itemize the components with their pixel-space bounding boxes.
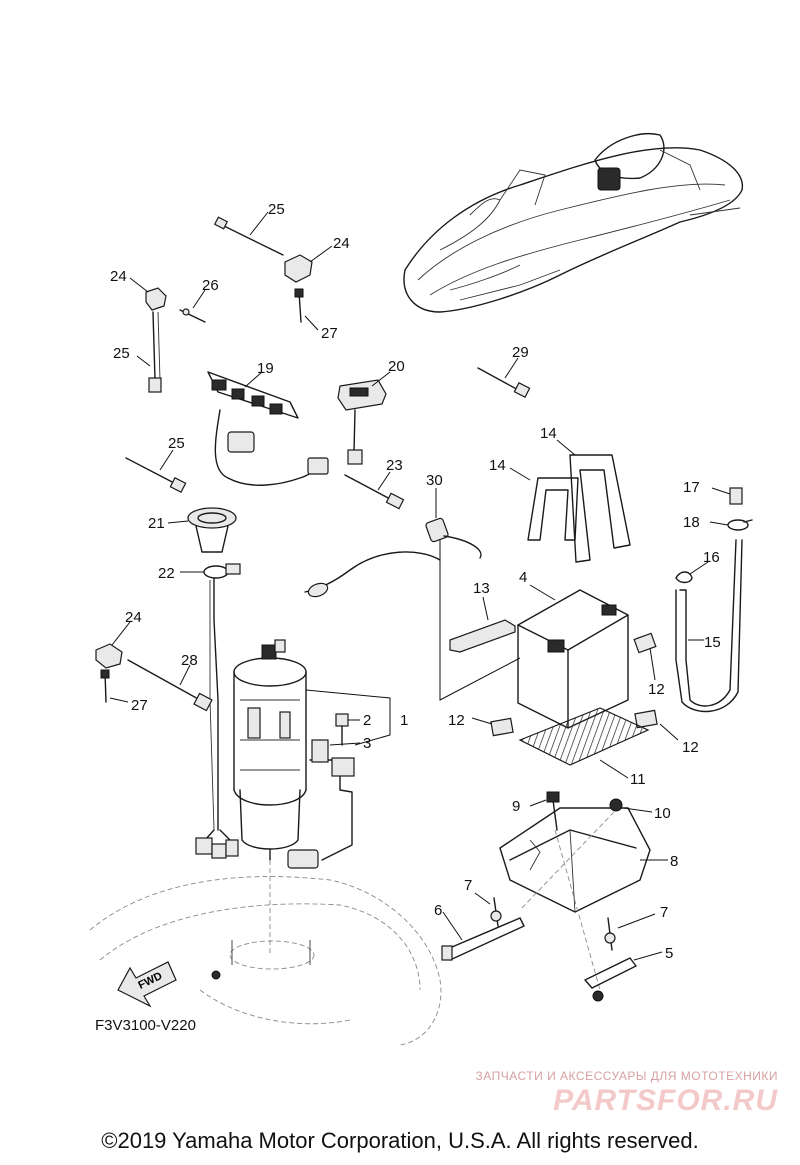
callout-19: 19 [257, 360, 274, 377]
callout-24: 24 [125, 609, 142, 626]
callout-4: 4 [519, 569, 527, 586]
part-29-cable-tie: 29 [477, 344, 531, 398]
callout-20: 20 [388, 358, 405, 375]
callout-17: 17 [683, 479, 700, 496]
part-24-clip-top: 24 [284, 235, 350, 283]
callout-18: 18 [683, 514, 700, 531]
part-20-switch: 20 [337, 358, 405, 465]
part-6-bracket: 6 [434, 902, 525, 961]
callout-25: 25 [168, 435, 185, 452]
callout-27: 27 [321, 325, 338, 342]
part-13-bracket: 13 [449, 580, 516, 653]
part-5-bracket: 5 [584, 945, 673, 1002]
part-19-harness-block: 19 [207, 360, 329, 486]
callout-7: 7 [464, 877, 472, 894]
part-15-vent-hose: 15 [675, 539, 743, 713]
callout-8: 8 [670, 853, 678, 870]
callout-27: 27 [131, 697, 148, 714]
callout-30: 30 [426, 472, 443, 489]
part-25-cable-tie-left: 25 [113, 311, 162, 393]
callout-12: 12 [682, 739, 699, 756]
part-24-clip-lower: 24 [95, 609, 142, 669]
diagram-code: F3V3100-V220 [95, 1017, 196, 1034]
callout-12: 12 [648, 681, 665, 698]
part-18-clamp: 18 [683, 514, 753, 531]
part-12-pad-top: 12 [633, 632, 665, 698]
part-2-connector [335, 713, 349, 746]
callout-7: 7 [660, 904, 668, 921]
callout-13: 13 [473, 580, 490, 597]
part-12-pad-left: 12 [448, 712, 514, 737]
callout-21: 21 [148, 515, 165, 532]
callout-26: 26 [202, 277, 219, 294]
part-1-fuel-pump-assembly [233, 639, 353, 869]
callout-14: 14 [540, 425, 557, 442]
watermark-logo: PARTSFOR.RU [553, 1084, 778, 1117]
part-4-battery: 4 [517, 569, 629, 729]
callout-11: 11 [630, 771, 646, 788]
watercraft-illustration [403, 133, 744, 313]
part-23-cable-tie: 23 [344, 457, 405, 510]
callout-23: 23 [386, 457, 403, 474]
part-3-sender [311, 739, 355, 777]
part-11-battery-mat: 11 [518, 707, 650, 788]
callout-1: 1 [400, 712, 408, 729]
fwd-arrow-icon: FWD [117, 961, 177, 1008]
callout-24: 24 [110, 268, 127, 285]
callout-14: 14 [489, 457, 506, 474]
part-7-stud-right: 7 [604, 904, 668, 951]
part-14-strap-right: 14 [540, 425, 631, 563]
callout-9: 9 [512, 798, 520, 815]
part-30-sensor: 30 [304, 472, 482, 598]
copyright-notice: ©2019 Yamaha Motor Corporation, U.S.A. A… [101, 1128, 699, 1153]
part-21-grommet: 21 [148, 507, 237, 553]
callout-15: 15 [704, 634, 721, 651]
part-9-bolt: 9 [512, 791, 560, 831]
callout-16: 16 [703, 549, 720, 566]
part-8-battery-box: 8 [499, 807, 678, 913]
callout-5: 5 [665, 945, 673, 962]
part-24-clip-left: 24 [110, 268, 167, 311]
part-22-clamp: 22 [158, 563, 241, 582]
part-25-cable-tie-middle: 25 [125, 435, 187, 493]
callout-25: 25 [268, 201, 285, 218]
callout-6: 6 [434, 902, 442, 919]
callout-25: 25 [113, 345, 130, 362]
part-26-pin: 26 [179, 277, 219, 323]
part-17-vent-fitting: 17 [683, 479, 743, 505]
callout-24: 24 [333, 235, 350, 252]
part-7-stud-left: 7 [464, 877, 502, 927]
part-10-nut: 10 [609, 798, 671, 822]
part-16-clip: 16 [675, 549, 720, 584]
callout-29: 29 [512, 344, 529, 361]
watermark-tagline: ЗАПЧАСТИ И АКСЕССУАРЫ ДЛЯ МОТОТЕХНИКИ [475, 1069, 778, 1083]
callout-12: 12 [448, 712, 465, 729]
part-27-pin-top: 27 [294, 288, 338, 342]
part-28-cable-tie: 28 [127, 652, 213, 712]
part-12-pad-right: 12 [634, 709, 699, 756]
part-25-cable-tie-top: 25 [213, 201, 285, 256]
part-27-pin-lower: 27 [100, 669, 148, 714]
callout-3: 3 [363, 735, 371, 752]
pump-harness-connectors [195, 829, 239, 859]
callout-28: 28 [181, 652, 198, 669]
callout-10: 10 [654, 805, 671, 822]
part-14-strap-left: 14 [489, 457, 579, 541]
hull-floor-outline [89, 860, 442, 1046]
callout-22: 22 [158, 565, 175, 582]
callout-2: 2 [363, 712, 371, 729]
